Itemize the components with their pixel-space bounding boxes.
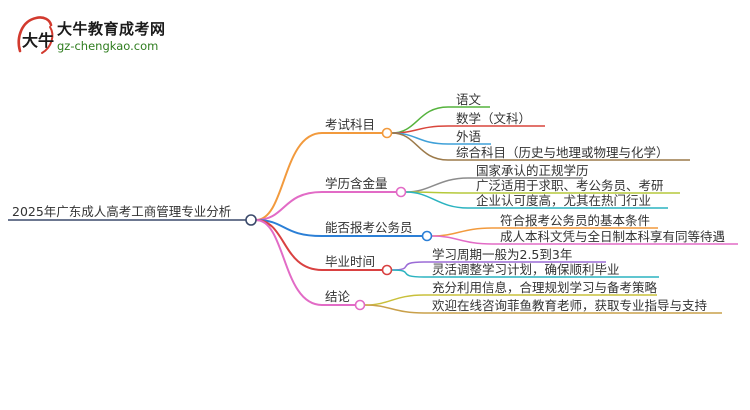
root-label: 2025年广东成人高考工商管理专业分析 xyxy=(12,204,231,219)
leaf-label: 国家承认的正规学历 xyxy=(476,163,589,178)
leaf-label: 综合科目（历史与地理或物理与化学） xyxy=(456,145,669,160)
logo-mark-icon: 大牛 xyxy=(17,16,54,54)
site-url[interactable]: gz-chengkao.com xyxy=(57,39,159,53)
leaf-label: 企业认可度高，尤其在热门行业 xyxy=(476,193,651,208)
leaf-label: 欢迎在线咨询菲鱼教育老师，获取专业指导与支持 xyxy=(432,298,707,313)
branch-node-circle[interactable] xyxy=(354,299,366,311)
branch-connector xyxy=(255,132,323,221)
branch-node-circle[interactable] xyxy=(381,264,393,276)
leaf-connector xyxy=(431,235,493,245)
branch-node-circle[interactable] xyxy=(421,230,433,242)
branch-label: 考试科目 xyxy=(325,117,375,132)
branch-node-circle[interactable] xyxy=(395,186,407,198)
leaf-label: 数学（文科） xyxy=(456,111,531,126)
branch-label: 能否报考公务员 xyxy=(325,220,413,235)
logo-mark-text: 大牛 xyxy=(22,31,54,50)
leaf-connector xyxy=(391,132,449,161)
leaf-label: 语文 xyxy=(456,92,482,107)
leaf-label: 灵活调整学习计划，确保顺利毕业 xyxy=(432,262,620,277)
leaf-connector xyxy=(364,294,425,306)
branch-connector xyxy=(255,219,323,271)
leaf-connector xyxy=(364,304,425,314)
leaf-label: 成人本科文凭与全日制本科享有同等待遇 xyxy=(500,229,725,244)
branch-connector xyxy=(255,191,323,221)
branch-node-circle[interactable] xyxy=(381,127,393,139)
leaf-connector xyxy=(405,191,469,209)
leaf-connector xyxy=(405,177,469,193)
leaf-connector xyxy=(391,261,425,271)
leaf-label: 学习周期一般为2.5到3年 xyxy=(432,247,572,262)
leaf-connector xyxy=(431,227,493,237)
leaf-connector xyxy=(391,269,425,278)
mindmap-edges xyxy=(8,106,738,314)
branch-connector xyxy=(255,219,323,306)
site-title: 大牛教育成考网 xyxy=(57,20,166,38)
leaf-connector xyxy=(391,125,449,134)
leaf-label: 充分利用信息，合理规划学习与备考策略 xyxy=(432,280,658,295)
site-logo[interactable]: 大牛 大牛教育成考网 gz-chengkao.com xyxy=(14,13,174,61)
leaf-label: 符合报考公务员的基本条件 xyxy=(500,213,650,228)
branch-label: 学历含金量 xyxy=(325,176,388,191)
leaf-label: 外语 xyxy=(456,129,481,144)
branch-label: 毕业时间 xyxy=(325,254,375,269)
root-node-circle[interactable] xyxy=(245,214,257,226)
branch-label: 结论 xyxy=(325,289,351,304)
leaf-label: 广泛适用于求职、考公务员、考研 xyxy=(476,178,664,193)
